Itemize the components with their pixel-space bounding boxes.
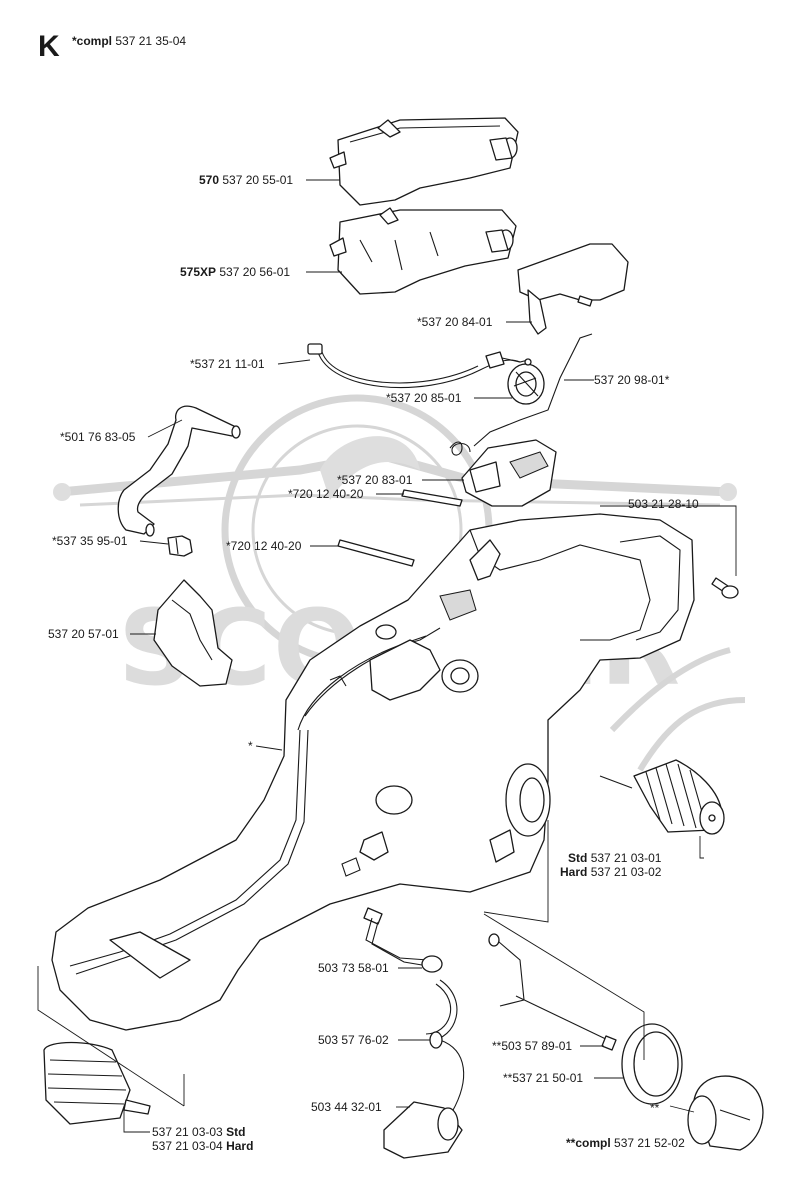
label-pin-lower: *720 12 40-20	[226, 539, 302, 553]
fuel-hose-part	[117, 405, 241, 537]
label-seal-ring: **537 21 50-01	[503, 1071, 584, 1085]
label-cover-570-number: 537 20 55-01	[222, 173, 294, 187]
label-av-hard: Hard 537 21 03-02	[560, 865, 661, 879]
label-cap-marker: **	[650, 1101, 660, 1115]
label-av-std-number: 537 21 03-01	[590, 851, 662, 865]
bracket-lines	[37, 820, 645, 1107]
nipple-part	[167, 535, 193, 557]
label-cap-compl-prefix: **compl	[566, 1136, 611, 1150]
label-choke-rod: **503 57 89-01	[492, 1039, 573, 1053]
label-av-rear-std-suffix: Std	[226, 1125, 246, 1139]
fuel-line-part	[363, 907, 465, 1159]
label-cover-575xp-number: 537 20 56-01	[219, 265, 291, 279]
leader-lines	[123, 179, 737, 1133]
throttle-bracket-part	[449, 439, 557, 507]
pins-part	[337, 489, 463, 567]
screw-part	[711, 577, 739, 599]
label-av-rear-std: 537 21 03-03 Std	[152, 1125, 245, 1139]
label-av-hard-prefix: Hard	[560, 865, 588, 879]
label-av-std-prefix: Std	[568, 851, 588, 865]
assembly-label: *compl 537 21 35-04	[72, 34, 186, 48]
section-letter: K	[38, 30, 60, 63]
wire-harness-part	[307, 343, 529, 389]
label-cap-compl: **compl 537 21 52-02	[566, 1136, 685, 1150]
label-screw: 503 21 28-10	[628, 497, 699, 511]
label-throttle-bracket: *537 20 83-01	[337, 473, 413, 487]
label-av-std: Std 537 21 03-01	[568, 851, 661, 865]
label-cover-575xp: 575XP 537 20 56-01	[180, 265, 290, 279]
label-tank-housing: *	[248, 739, 253, 753]
tank-housing-part	[51, 513, 695, 1031]
cover-570-part	[329, 117, 519, 206]
label-av-rear-hard-number: 537 21 03-04	[152, 1139, 223, 1153]
lever-cover-part	[517, 243, 629, 335]
throttle-rod-part	[473, 333, 593, 447]
assembly-number: 537 21 35-04	[115, 34, 187, 48]
label-wire-harness: *537 21 11-01	[190, 357, 265, 371]
choke-rod-part	[488, 933, 617, 1051]
label-av-rear-hard-suffix: Hard	[226, 1139, 254, 1153]
label-av-rear-std-number: 537 21 03-03	[152, 1125, 223, 1139]
label-fuel-filter: 503 44 32-01	[311, 1100, 382, 1114]
side-plate-part	[153, 579, 233, 687]
cover-575xp-part	[329, 207, 517, 295]
label-side-plate: 537 20 57-01	[48, 627, 119, 641]
stop-switch-part	[507, 358, 545, 405]
label-cover-570: 570 537 20 55-01	[199, 173, 293, 187]
label-lever-cover: *537 20 84-01	[417, 315, 493, 329]
label-cover-570-prefix: 570	[199, 173, 220, 187]
label-grommet: 503 73 58-01	[318, 961, 389, 975]
av-right-part	[599, 759, 725, 835]
label-cover-575xp-prefix: 575XP	[180, 265, 217, 279]
label-av-hard-number: 537 21 03-02	[590, 865, 662, 879]
label-fuel-hose: *501 76 83-05	[60, 430, 136, 444]
assembly-prefix: *compl	[72, 34, 113, 48]
label-throttle-rod: 537 20 98-01*	[594, 373, 670, 387]
label-fuel-line: 503 57 76-02	[318, 1033, 389, 1047]
label-nipple: *537 35 95-01	[52, 534, 128, 548]
label-pin-upper: *720 12 40-20	[288, 487, 364, 501]
label-stop-switch: *537 20 85-01	[386, 391, 462, 405]
label-av-rear-hard: 537 21 03-04 Hard	[152, 1139, 253, 1153]
av-rear-part	[43, 1041, 151, 1125]
label-cap-compl-number: 537 21 52-02	[614, 1136, 685, 1150]
seal-ring-part	[621, 1023, 683, 1105]
fuel-cap-part	[687, 1075, 764, 1151]
